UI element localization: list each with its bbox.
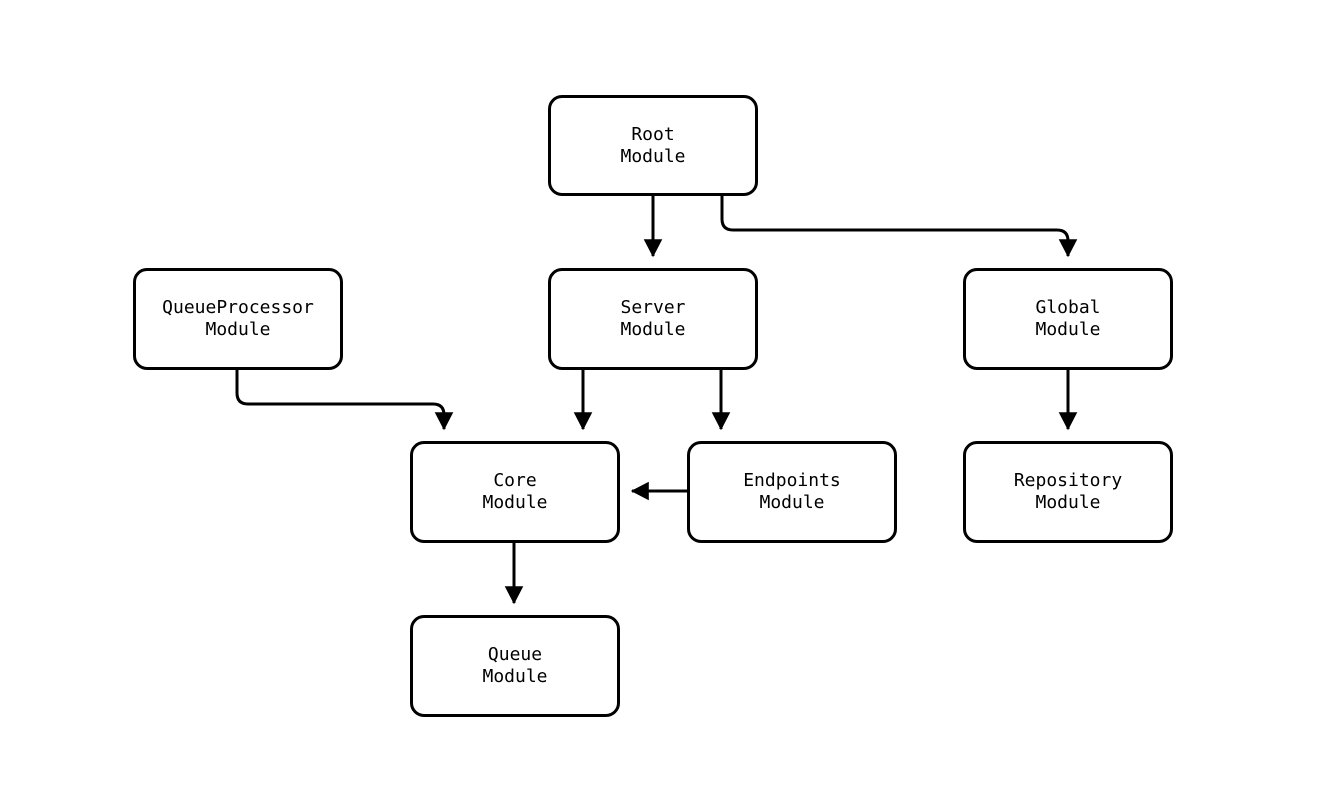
node-server-label-line2: Module	[620, 319, 686, 340]
node-core-label-line2: Module	[482, 492, 548, 513]
node-endpoints[interactable]: Endpoints Module	[687, 441, 897, 543]
node-queue[interactable]: Queue Module	[410, 615, 620, 717]
node-queueprocessor[interactable]: QueueProcessor Module	[133, 268, 343, 370]
node-repository-label-line2: Module	[1035, 492, 1101, 513]
node-queue-label-line1: Queue	[487, 644, 543, 665]
node-queue-label-line2: Module	[482, 666, 548, 687]
node-queueprocessor-label-line2: Module	[205, 319, 271, 340]
edge-root-global	[720, 196, 1078, 258]
node-endpoints-label-line1: Endpoints	[743, 470, 841, 491]
node-repository[interactable]: Repository Module	[963, 441, 1173, 543]
node-core[interactable]: Core Module	[410, 441, 620, 543]
node-root-label-line2: Module	[620, 145, 686, 167]
node-global-label-line1: Global	[1035, 297, 1101, 318]
node-root[interactable]: Root Module	[548, 95, 758, 196]
node-core-label-line1: Core	[493, 470, 537, 491]
node-global-label-line2: Module	[1035, 319, 1101, 340]
node-queueprocessor-label-line1: QueueProcessor	[162, 297, 314, 318]
node-server[interactable]: Server Module	[548, 268, 758, 370]
edge-queueprocessor-core	[235, 370, 454, 431]
node-global[interactable]: Global Module	[963, 268, 1173, 370]
node-repository-label-line1: Repository	[1013, 470, 1123, 491]
node-root-label-line1: Root	[631, 123, 675, 145]
node-endpoints-label-line2: Module	[759, 492, 825, 513]
node-server-label-line1: Server	[620, 297, 686, 318]
